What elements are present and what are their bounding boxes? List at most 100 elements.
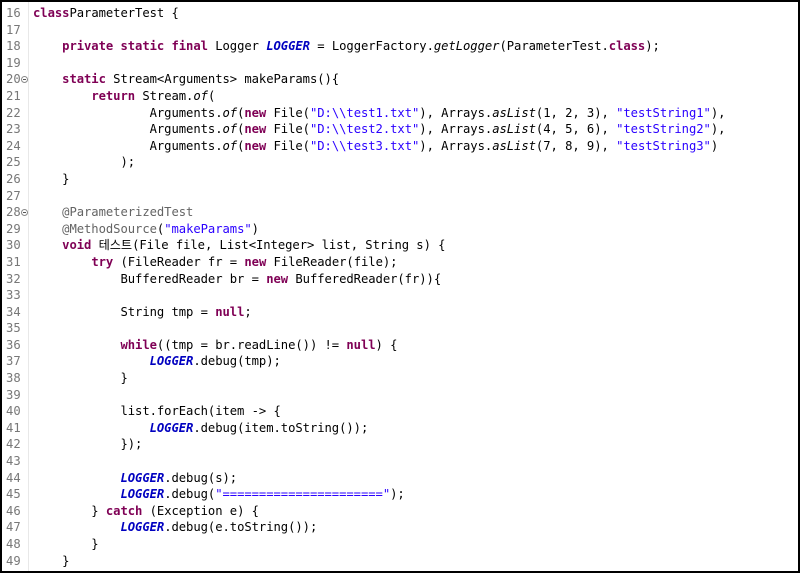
line-text: LOGGER.debug(s); [33,470,237,487]
code-line[interactable]: 35 [2,320,798,337]
string-token: "testString2" [616,122,711,137]
code-token: Logger [207,39,267,54]
code-line[interactable]: 22 Arguments.of(new File("D:\\test1.txt"… [2,105,798,122]
code-token: (1, 2, 3), [535,105,617,120]
code-line[interactable]: 31 try (FileReader fr = new FileReader(f… [2,254,798,271]
code-token: File( [266,138,311,153]
code-token [33,39,62,53]
code-token: .debug(e.toString()); [164,520,318,535]
code-token: String tmp = [33,304,216,319]
code-token: File( [266,122,311,137]
code-token: Stream. [135,88,194,103]
code-line[interactable]: 18 private static final Logger LOGGER = … [2,38,798,55]
code-token [33,520,120,534]
string-token: "D:\\test3.txt" [309,138,420,153]
code-line[interactable]: 43 [2,453,798,470]
line-number: 39 [6,387,21,402]
code-token: Stream<Arguments> makeParams(){ [105,72,340,87]
line-text: }); [33,436,142,453]
code-line[interactable]: 28 @ParameterizedTest [2,204,798,221]
code-line[interactable]: 46 } catch (Exception e) { [2,503,798,520]
code-token: 테스트(File file, List<Integer> list, Strin… [91,238,446,253]
code-line[interactable]: 36 while((tmp = br.readLine()) != null) … [2,337,798,354]
code-line[interactable]: 41 LOGGER.debug(item.toString()); [2,420,798,437]
code-token: ), [710,105,726,120]
line-text: } [33,536,98,553]
line-number: 22 [6,105,21,120]
line-number: 48 [6,537,21,551]
code-line[interactable]: 21 return Stream.of( [2,88,798,105]
line-number: 46 [6,503,21,518]
code-token: (7, 8, 9), [535,138,617,153]
code-token [33,238,62,252]
code-token: } [33,503,106,518]
keyword-token: new [266,271,289,286]
code-line[interactable]: 27 [2,188,798,205]
code-token: ); [33,155,136,170]
line-text: Arguments.of(new File("D:\\test2.txt"), … [33,121,726,138]
code-token: ) [710,138,719,153]
code-line[interactable]: 17 [2,22,798,39]
static-field-token: LOGGER [120,470,165,485]
line-number: 41 [6,420,21,435]
code-line[interactable]: 49 } [2,553,798,570]
code-line[interactable]: 20 static Stream<Arguments> makeParams()… [2,71,798,88]
code-line[interactable]: 32 BufferedReader br = new BufferedReade… [2,271,798,288]
line-text: void 테스트(File file, List<Integer> list, … [33,237,445,254]
code-token: Arguments. [33,122,223,137]
code-token: Arguments. [33,105,223,120]
code-token: } [33,553,70,568]
code-line[interactable]: 48 } [2,536,798,553]
code-line[interactable]: 47 LOGGER.debug(e.toString()); [2,519,798,536]
static-field-token: LOGGER [120,520,165,535]
code-token: Arguments. [33,138,223,153]
code-line[interactable]: 33 [2,287,798,304]
line-number: 37 [6,354,21,369]
code-line[interactable]: 37 LOGGER.debug(tmp); [2,353,798,370]
code-line[interactable]: 45 LOGGER.debug("======================"… [2,486,798,503]
code-token [33,255,91,269]
code-token: BufferedReader(fr)){ [288,271,442,286]
line-number: 29 [6,221,21,236]
code-token: ParameterTest { [69,6,179,20]
line-text: } [33,553,69,570]
code-line[interactable]: 42 }); [2,436,798,453]
code-line[interactable]: 34 String tmp = null; [2,304,798,321]
code-token: ) [251,221,259,236]
fold-collapse-icon[interactable] [21,76,28,84]
code-line[interactable]: 38 } [2,370,798,387]
keyword-token: null [215,304,245,319]
code-token [33,421,150,435]
code-token: ( [237,138,245,153]
code-line[interactable]: 26 } [2,171,798,188]
code-line[interactable]: 24 Arguments.of(new File("D:\\test3.txt"… [2,138,798,155]
code-token [33,487,120,501]
code-line[interactable]: 39 [2,387,798,404]
code-line[interactable]: 40 list.forEach(item -> { [2,403,798,420]
line-number: 26 [6,171,21,186]
keyword-token: while [120,337,157,352]
fold-collapse-icon[interactable] [21,209,28,217]
keyword-token: catch [105,503,143,518]
code-token: .debug(s); [164,470,238,485]
code-line[interactable]: 19 [2,55,798,72]
code-line[interactable]: 30 void 테스트(File file, List<Integer> lis… [2,237,798,254]
line-number: 38 [6,371,21,386]
line-text: private static final Logger LOGGER = Log… [33,38,660,55]
code-line[interactable]: 44 LOGGER.debug(s); [2,470,798,487]
line-number: 33 [6,288,21,303]
code-line[interactable]: 23 Arguments.of(new File("D:\\test2.txt"… [2,121,798,138]
code-line[interactable]: 25 ); [2,154,798,171]
annotation-token: @MethodSource [62,221,157,236]
line-number: 34 [6,304,21,319]
code-token: .debug(item.toString()); [193,420,369,435]
line-text: static Stream<Arguments> makeParams(){ [33,71,339,88]
string-token: "======================" [215,487,391,502]
keyword-token: null [346,337,376,352]
code-token [33,205,62,219]
code-line[interactable]: 29 @MethodSource("makeParams") [2,221,798,238]
code-token: ), [710,122,726,137]
